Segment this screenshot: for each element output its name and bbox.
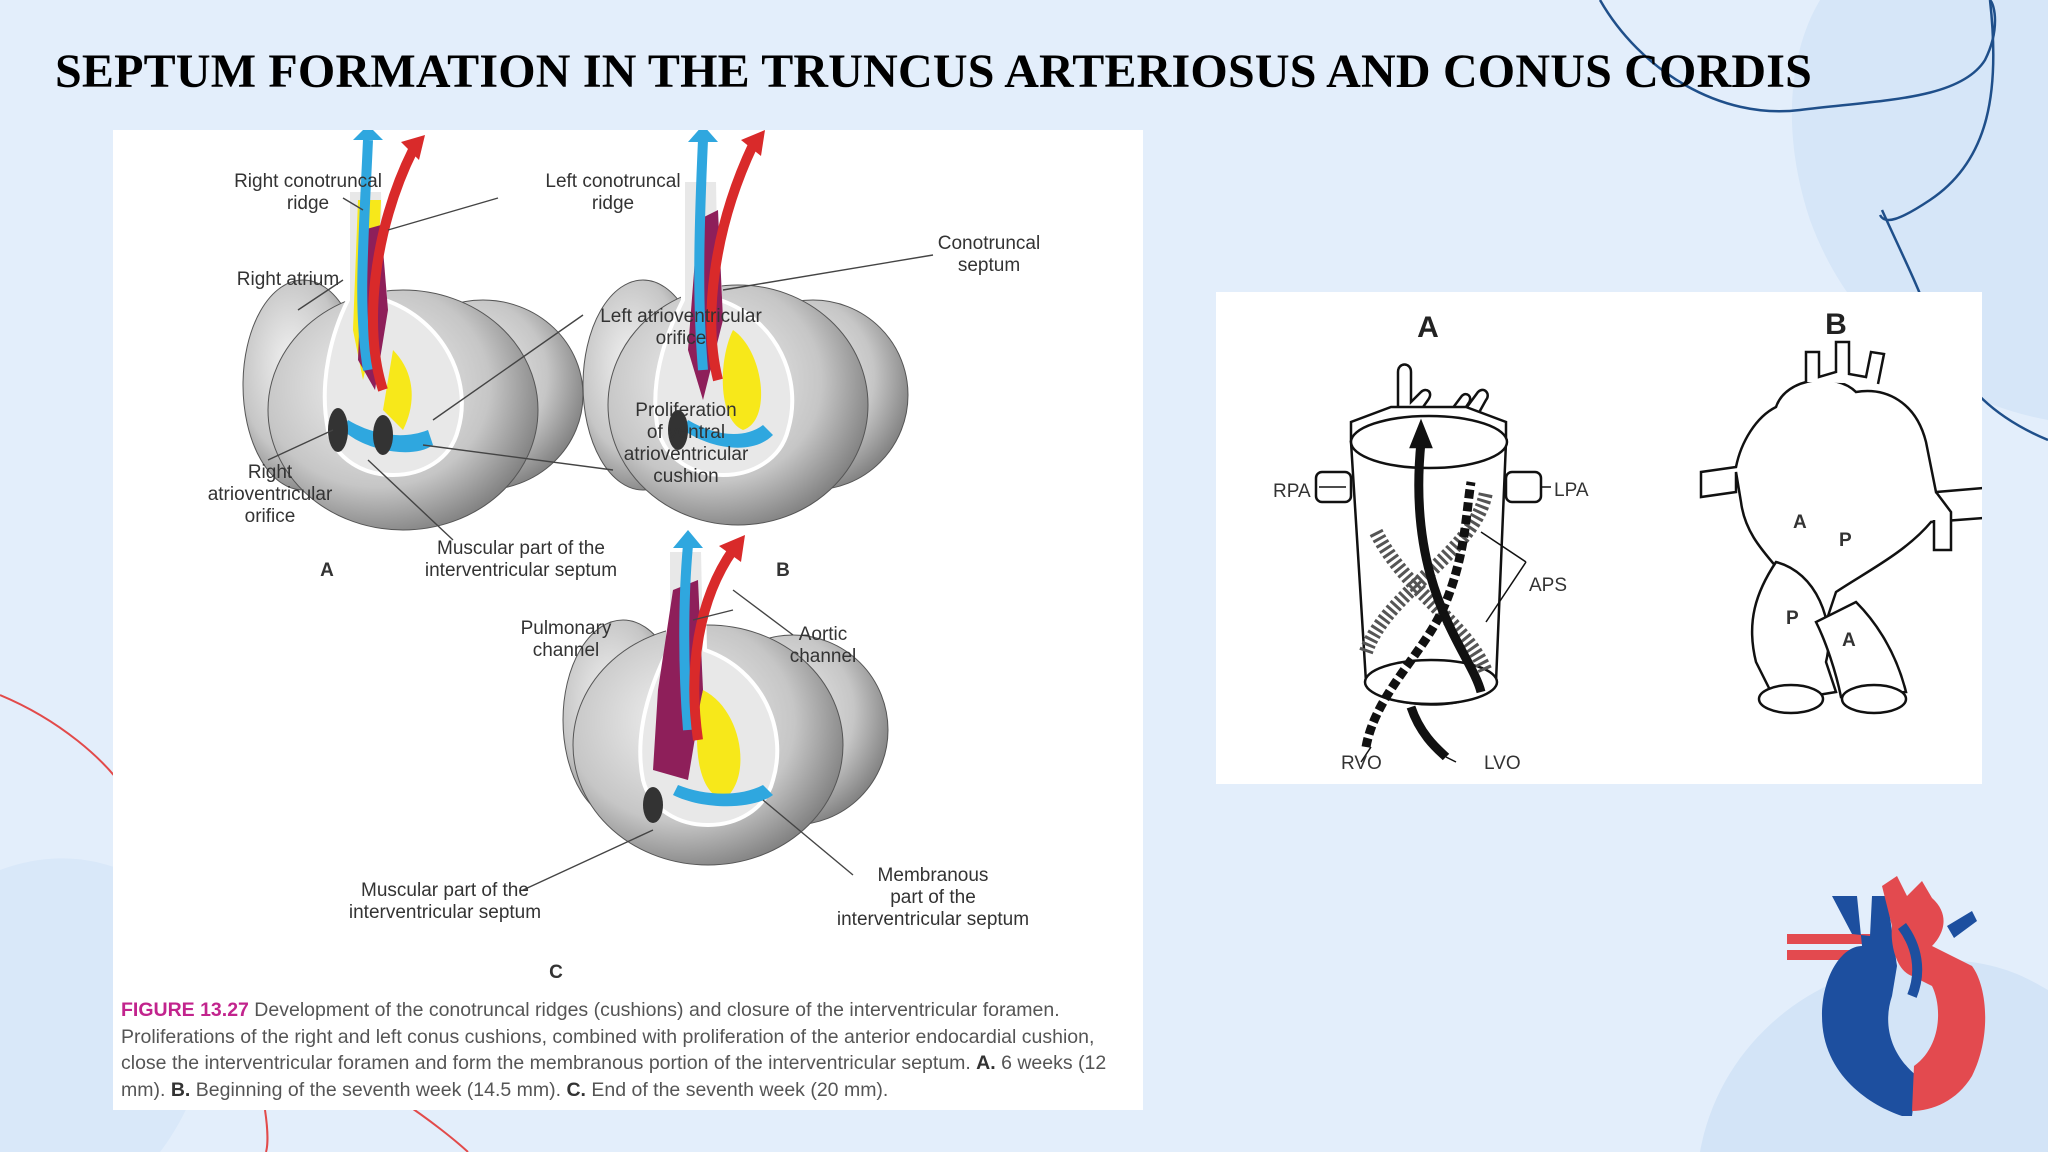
label-left-conotruncal-ridge-line2: ridge	[592, 193, 634, 214]
av-cushion-blue-b	[683, 420, 773, 448]
fig2-leader-lines	[1319, 486, 1551, 763]
label-right-conotruncal-ridge-line2: ridge	[287, 193, 329, 214]
caption-c-text: End of the seventh week (20 mm).	[585, 1078, 889, 1101]
right-av-orifice-b	[668, 410, 688, 450]
panel-label-c: C	[549, 962, 563, 983]
left-cushion-shape	[383, 350, 412, 430]
bg-curve-red-left	[0, 694, 126, 791]
figure2-illustration: A B RPA LPA APS RVO	[1273, 308, 1998, 774]
pulmonary-arrow-a	[357, 139, 373, 371]
aortic-arrow-head-b	[741, 130, 765, 156]
figure-aorticopulmonary-septum: A B RPA LPA APS RVO	[1216, 292, 1998, 784]
label-proliferation-line2: of ventral	[647, 422, 725, 443]
pulmonary-arrow-head-c	[673, 530, 703, 548]
label-muscular-septum-a: Muscular part of the	[437, 538, 605, 559]
cushion-yellow-b	[722, 330, 762, 430]
caption-a-label: A.	[976, 1052, 996, 1074]
label-left-av-orifice: Left atrioventricular	[600, 306, 762, 327]
caption-c-label: C.	[566, 1078, 586, 1101]
membranous-septum-shape	[673, 785, 773, 807]
figure-conotruncal-development: Right conotruncal ridge Left conotruncal…	[113, 125, 1143, 1110]
heart-panel-c	[562, 530, 889, 866]
figure1-illustration: Right conotruncal ridge Left conotruncal…	[208, 125, 1041, 983]
caption-b-label: B.	[170, 1078, 191, 1101]
label-right-conotruncal-ridge: Right conotruncal	[234, 171, 382, 192]
cushion-yellow-c	[697, 690, 741, 800]
aortic-arrow-a	[368, 147, 418, 392]
panel-label-a: A	[320, 560, 334, 581]
label-proliferation-line4: cushion	[653, 466, 719, 487]
caption-b-text: Beginning of the seventh week (14.5 mm).	[190, 1078, 567, 1101]
pulmonary-arrow-head-b	[688, 125, 718, 142]
label-proliferation-line3: atrioventricular	[624, 444, 749, 465]
label-conotruncal-septum-line2: septum	[958, 255, 1020, 276]
pulmonary-arrow-c	[679, 544, 693, 731]
aortic-arrow-head-c	[719, 535, 745, 562]
aortic-arrow-c	[689, 547, 738, 741]
label-conotruncal-septum: Conotruncal	[938, 233, 1040, 254]
heart-icon	[1787, 876, 1986, 1116]
right-av-orifice-c	[643, 787, 663, 823]
page-title: SEPTUM FORMATION IN THE TRUNCUS ARTERIOS…	[55, 45, 1813, 98]
label-b-p-upper: P	[1839, 530, 1852, 551]
label-left-av-orifice-line2: orifice	[656, 328, 707, 349]
label-rvo: RVO	[1341, 753, 1382, 774]
label-right-av-orifice-line3: orifice	[245, 506, 296, 527]
label-lpa: LPA	[1554, 480, 1589, 501]
label-membranous-septum-line2: part of the	[890, 887, 976, 908]
pulmonary-arrow-b	[694, 139, 708, 371]
aortic-arrow-head-a	[401, 135, 425, 160]
label-muscular-septum-c: Muscular part of the	[361, 880, 529, 901]
label-left-conotruncal-ridge: Left conotruncal	[545, 171, 680, 192]
label-rpa: RPA	[1273, 481, 1311, 502]
label-pulmonary-channel-line2: channel	[533, 640, 600, 661]
label-aortic-channel-line2: channel	[790, 646, 857, 667]
label-aortic-channel: Aortic	[799, 624, 848, 645]
heart-panel-a	[242, 125, 584, 531]
leader-lines	[267, 197, 934, 891]
fig2-panel-label-b: B	[1825, 308, 1847, 341]
aortic-arrow-b	[706, 142, 758, 382]
right-av-orifice-shape	[328, 408, 348, 452]
label-b-a-upper: A	[1793, 512, 1807, 533]
label-proliferation: Proliferation	[635, 400, 736, 421]
figure-caption: FIGURE 13.27 Development of the conotrun…	[121, 997, 1131, 1103]
panel-label-b: B	[776, 560, 790, 581]
figure1-labels: Right conotruncal ridge Left conotruncal…	[208, 171, 1041, 983]
label-muscular-septum-c-line2: interventricular septum	[349, 902, 541, 923]
label-right-av-orifice: Right	[248, 462, 293, 483]
fig2-panel-a-drawing	[1314, 363, 1543, 761]
septum-shape-c	[653, 580, 703, 780]
caption-text: Development of the conotruncal ridges (c…	[121, 999, 1095, 1074]
label-lvo: LVO	[1484, 753, 1521, 774]
figure-number: FIGURE 13.27	[121, 999, 249, 1021]
label-b-p-lower: P	[1786, 608, 1799, 629]
fig2-panel-b-drawing	[1699, 340, 1998, 715]
label-b-a-lower: A	[1842, 630, 1856, 651]
label-right-atrium: Right atrium	[237, 269, 339, 290]
bg-curve-navy-2	[1878, 0, 1995, 222]
label-aps: APS	[1529, 575, 1567, 596]
label-right-av-orifice-line2: atrioventricular	[208, 484, 333, 505]
pulmonary-arrow-head-a	[353, 125, 383, 140]
heart-panel-b	[582, 125, 909, 526]
label-muscular-septum-a-line2: interventricular septum	[425, 560, 617, 581]
label-membranous-septum: Membranous	[878, 865, 989, 886]
left-av-orifice-shape	[373, 415, 393, 455]
fig2-panel-label-a: A	[1417, 311, 1439, 344]
caption-a-text: 6 weeks (12 mm).	[121, 1052, 1107, 1101]
label-pulmonary-channel: Pulmonary	[521, 618, 612, 639]
label-membranous-septum-line3: interventricular septum	[837, 909, 1029, 930]
